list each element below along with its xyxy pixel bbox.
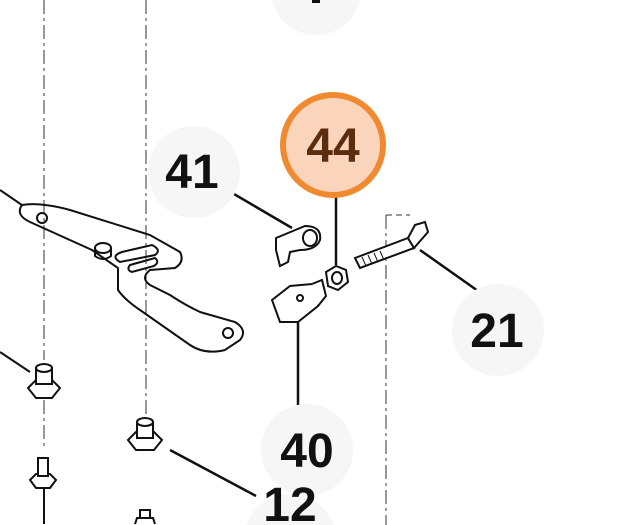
- clevis-part: [270, 278, 328, 323]
- callout-12-label: 12: [263, 479, 316, 525]
- callout-40[interactable]: 40: [261, 404, 353, 496]
- callout-top-partial: [272, 0, 360, 36]
- bracket-plate: [0, 189, 245, 353]
- callout-12[interactable]: 12: [246, 479, 334, 525]
- callout-44-highlighted[interactable]: 44: [280, 92, 386, 198]
- bolt-part: [353, 220, 430, 270]
- callout-21-label: 21: [470, 305, 523, 358]
- callout-44-label: 44: [306, 120, 360, 173]
- callout-21[interactable]: 21: [452, 284, 544, 376]
- callout-40-label: 40: [280, 425, 333, 478]
- clip-part: [275, 224, 322, 268]
- plate-edge-line: [0, 351, 31, 373]
- callout-41[interactable]: 41: [148, 126, 240, 218]
- stud-parts: [26, 363, 164, 525]
- center-lines: [43, 0, 387, 525]
- nut-part: [324, 264, 350, 292]
- callout-top-partial-mark: [312, 0, 320, 3]
- callout-41-label: 41: [165, 146, 218, 199]
